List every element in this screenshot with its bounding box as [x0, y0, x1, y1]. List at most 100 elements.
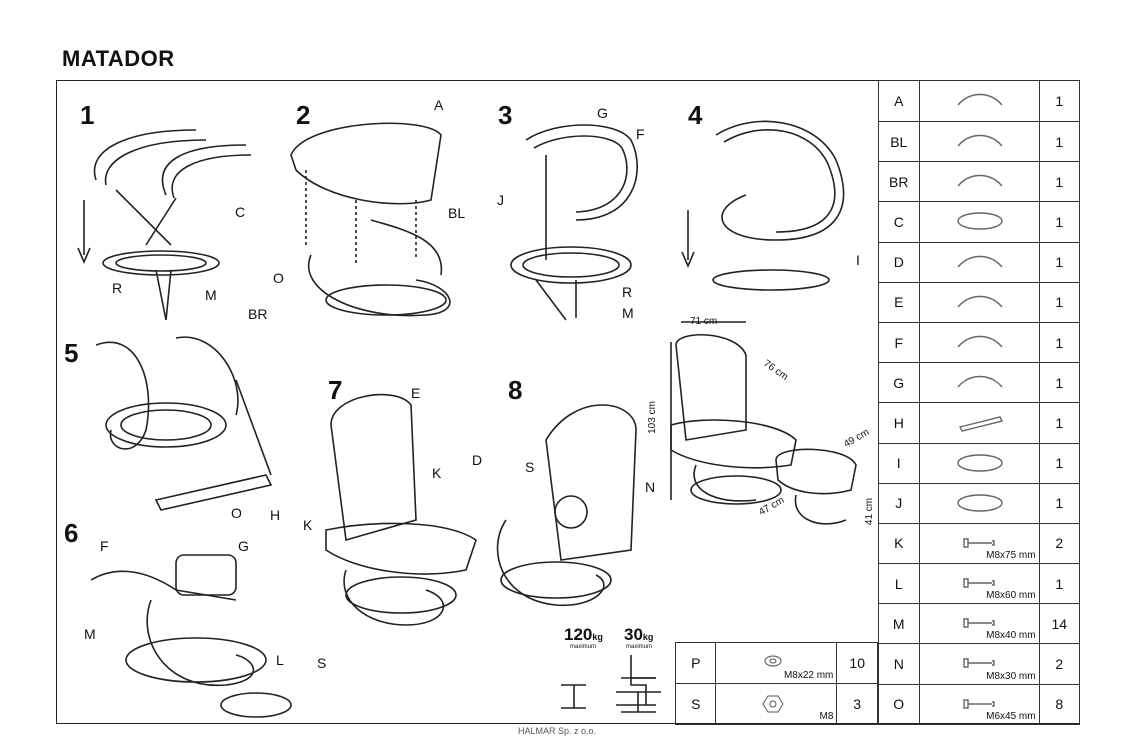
seat-icon [956, 255, 1003, 268]
callout-label: O [231, 505, 242, 521]
arc-g-icon [956, 375, 1003, 388]
part-qty: 1 [1038, 563, 1081, 605]
part-qty: 3 [836, 683, 878, 725]
callout-label: G [597, 105, 608, 121]
part-qty: 1 [1038, 80, 1081, 122]
callout-label: D [472, 452, 483, 468]
part-image-cell: M6x45 mm [918, 683, 1040, 725]
callout-label: F [636, 126, 645, 142]
mechanism-icon [958, 416, 1003, 433]
step-number-6: 6 [64, 518, 79, 548]
part-qty: 1 [1038, 281, 1081, 323]
arm-right-icon [956, 174, 1003, 187]
step4-drawing [681, 120, 845, 291]
part-image-cell [918, 442, 1040, 484]
part-code: I [878, 442, 920, 484]
step-number-7: 7 [328, 375, 343, 405]
part-qty: 2 [1038, 643, 1081, 685]
step3-drawing [510, 124, 638, 321]
part-code: D [878, 241, 920, 283]
callout-label: R [112, 280, 123, 296]
nut-icon [762, 695, 785, 713]
arm-left-icon [956, 134, 1003, 147]
part-qty: 14 [1038, 603, 1081, 645]
dimension-width: 71 cm [690, 316, 718, 327]
part-code: J [878, 482, 920, 524]
callout-label: O [273, 270, 284, 286]
part-code: M [878, 603, 920, 645]
step1-drawing [77, 129, 252, 321]
callout-label: G [238, 538, 249, 554]
callout-label: S [525, 459, 535, 475]
bolt-icon [962, 578, 995, 588]
part-qty: 2 [1038, 522, 1081, 565]
weight-pictograms [561, 655, 661, 713]
step-number-3: 3 [498, 100, 513, 130]
part-code: K [878, 522, 920, 565]
part-code: S [674, 683, 717, 725]
callout-label: BL [448, 205, 466, 221]
part-code: N [878, 643, 920, 685]
part-image-cell: M8x60 mm [918, 563, 1040, 605]
ring-j-icon [956, 493, 1003, 512]
weight-footrest: 30kg [624, 625, 654, 644]
part-qty: 1 [1038, 482, 1081, 524]
callout-label: K [303, 517, 313, 533]
part-image-cell [918, 201, 1040, 243]
part-image-cell [918, 321, 1040, 364]
part-qty: 1 [1038, 321, 1081, 364]
step6-drawing [90, 554, 292, 718]
part-qty: 1 [1038, 161, 1081, 203]
callout-label: M [622, 305, 634, 321]
part-qty: 1 [1038, 442, 1081, 484]
step-number-1: 1 [80, 100, 95, 130]
part-code: F [878, 321, 920, 364]
part-spec: M8x60 mm [986, 590, 1036, 602]
part-spec: M8x75 mm [986, 550, 1036, 562]
part-qty: 8 [1038, 683, 1081, 725]
step-number-2: 2 [296, 100, 311, 130]
part-image-cell: M8x75 mm [918, 522, 1040, 565]
callout-label: J [497, 192, 504, 208]
bolt-icon [962, 618, 995, 628]
part-code: L [878, 563, 920, 605]
part-spec: M6x45 mm [986, 710, 1036, 722]
part-qty: 1 [1038, 241, 1081, 283]
callout-label: M [205, 287, 217, 303]
part-code: H [878, 402, 920, 444]
part-code: BL [878, 120, 920, 163]
footer-text: HALMAR Sp. z o.o. [518, 726, 597, 736]
washer-icon [764, 655, 782, 667]
part-spec: M8 [819, 711, 834, 722]
callout-label: R [622, 284, 633, 300]
ring-i-icon [956, 453, 1003, 472]
finished-chair-drawing [670, 321, 857, 525]
part-qty: 10 [836, 642, 878, 684]
bolt-icon [962, 658, 995, 669]
assembly-illustrations [77, 120, 857, 718]
callout-label: F [100, 538, 109, 554]
part-qty: 1 [1038, 362, 1081, 404]
step8-drawing [496, 404, 637, 606]
dimension-height: 103 cm [646, 401, 658, 434]
arc-f-icon [956, 335, 1003, 348]
callout-label: BR [248, 306, 268, 322]
callout-label: E [411, 385, 421, 401]
part-spec: M8x40 mm [986, 630, 1036, 642]
part-code: G [878, 362, 920, 404]
part-image-cell: M8x30 mm [918, 643, 1040, 685]
bolt-icon [962, 538, 995, 548]
weight-chair-max: maximum [570, 644, 597, 650]
backrest-icon [956, 295, 1003, 308]
instruction-frame [56, 80, 1080, 724]
